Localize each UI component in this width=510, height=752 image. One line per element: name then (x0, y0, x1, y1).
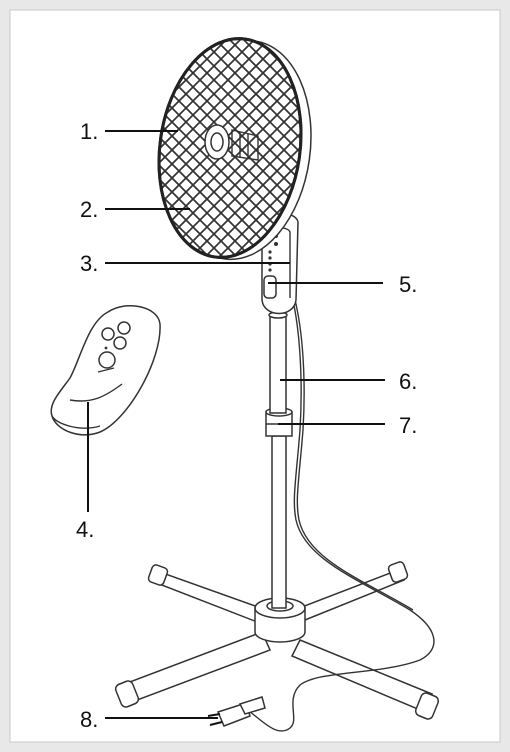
fan-pole (265, 311, 293, 609)
label-5: 5. (399, 272, 417, 297)
leader-lines (87, 130, 385, 719)
power-plug (207, 696, 266, 727)
label-7: 7. (399, 413, 417, 438)
label-4: 4. (76, 517, 94, 542)
label-6: 6. (399, 369, 417, 394)
label-1: 1. (80, 119, 98, 144)
label-3: 3. (80, 251, 98, 276)
fan-grille (145, 29, 315, 267)
power-cord (245, 295, 435, 732)
label-2: 2. (80, 197, 98, 222)
fan-base (114, 561, 440, 720)
remote-control (50, 305, 161, 436)
label-8: 8. (80, 707, 98, 732)
